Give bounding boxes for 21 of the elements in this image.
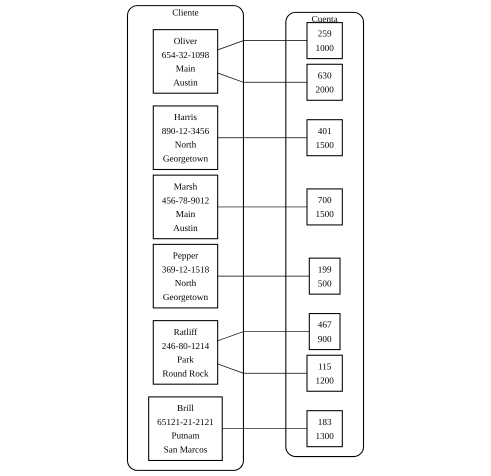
node-box: 467 900 xyxy=(308,313,341,350)
node-box: 199 500 xyxy=(308,258,341,295)
node-box: 700 1500 xyxy=(306,188,343,226)
node-box: Ratliff 246-80-1214 Park Round Rock xyxy=(152,320,218,385)
node-box: Brill 65121-21-2121 Putnam San Marcos xyxy=(148,396,223,461)
connector xyxy=(217,40,308,50)
node-box: 401 1500 xyxy=(306,119,343,156)
connector xyxy=(217,364,308,374)
connector xyxy=(217,331,310,342)
node-box: Pepper 369-12-1518 North Georgetown xyxy=(152,244,218,308)
connector xyxy=(217,72,308,83)
node-box: 259 1000 xyxy=(306,22,343,60)
node-box: 115 1200 xyxy=(306,354,343,392)
node-box: Harris 890-12-3456 North Georgetown xyxy=(152,105,218,170)
node-box: Oliver 654-32-1098 Main Austin xyxy=(152,29,218,94)
connector xyxy=(217,137,308,138)
node-box: Marsh 456-78-9012 Main Austin xyxy=(152,174,218,240)
node-box: 630 2000 xyxy=(306,64,343,101)
connector xyxy=(222,428,308,430)
connector xyxy=(217,206,308,208)
node-box: 183 1300 xyxy=(306,410,343,448)
